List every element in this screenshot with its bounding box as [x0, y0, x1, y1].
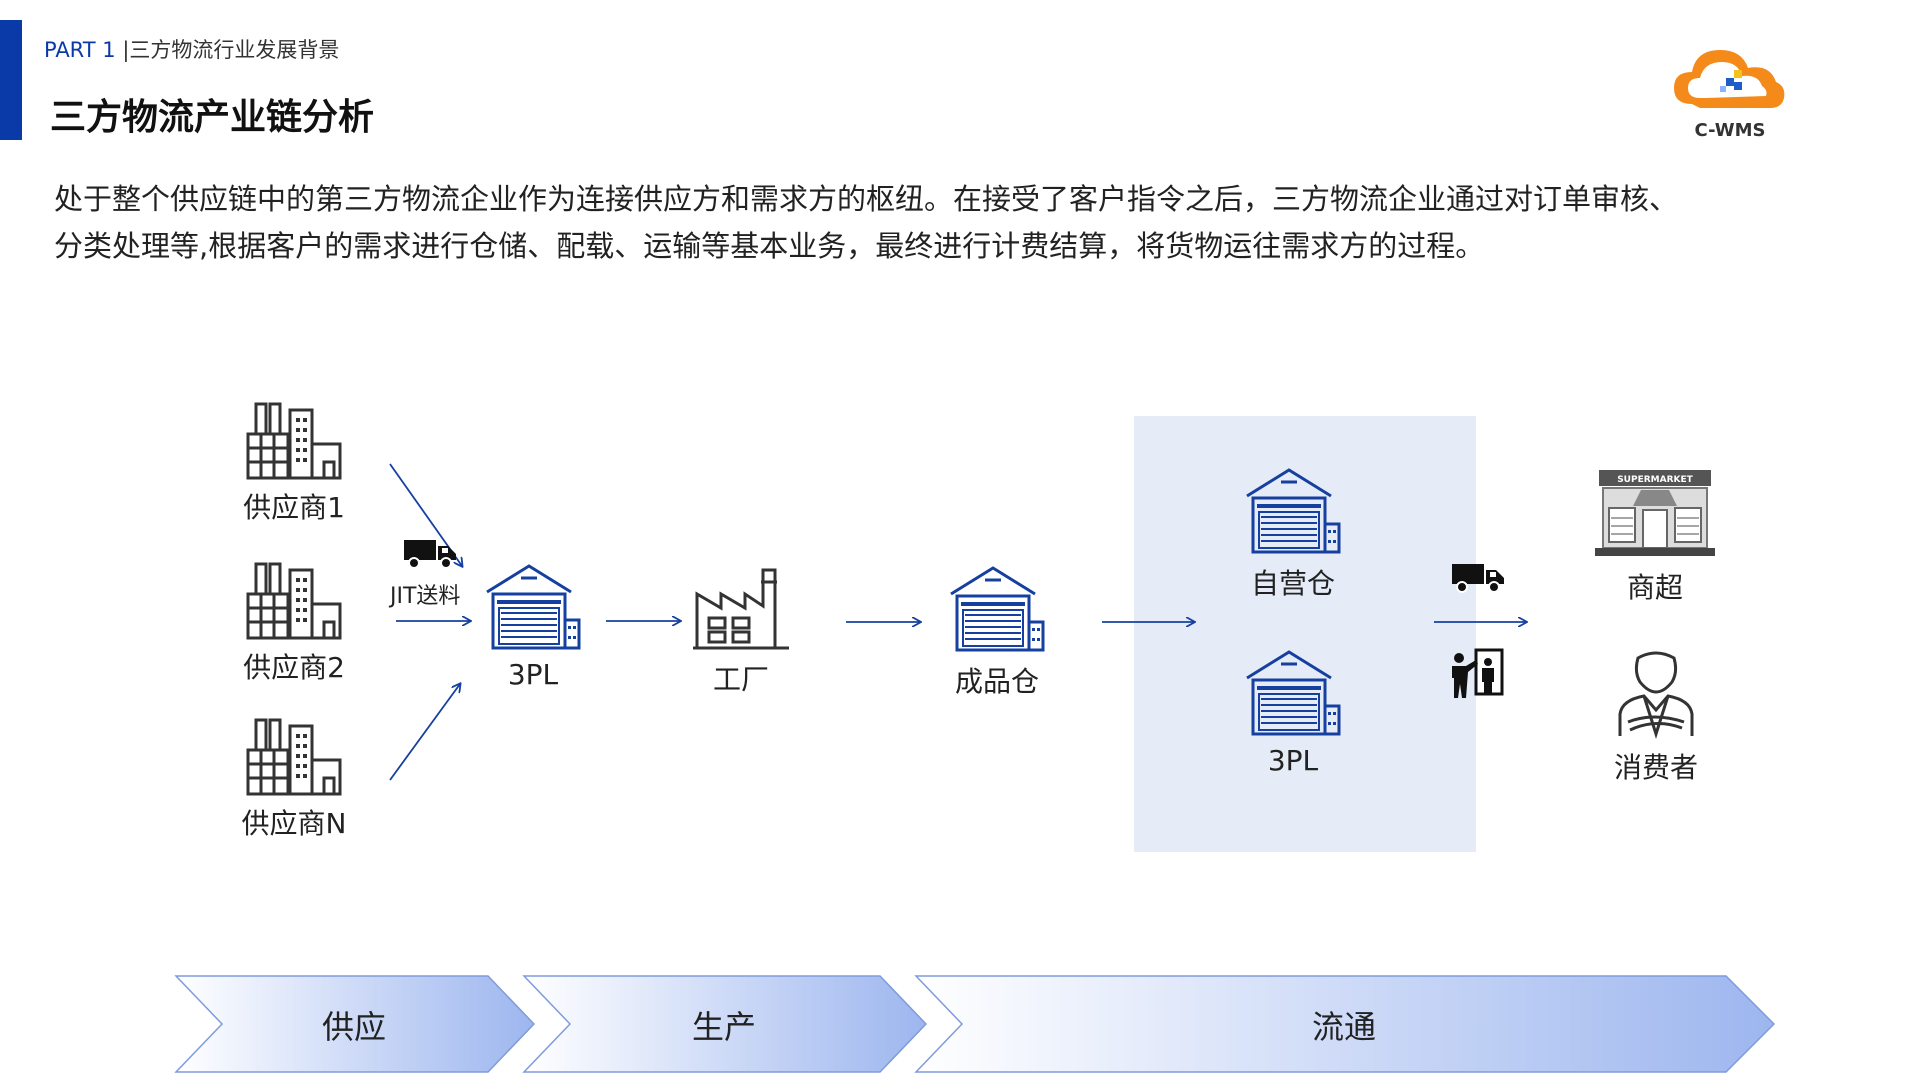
tpl-b-label: 3PL	[1267, 744, 1319, 777]
stage-production-label: 生产	[691, 1008, 757, 1046]
brand-logo: C-WMS	[1670, 38, 1790, 142]
truck-icon	[404, 540, 456, 569]
cloud-logo-icon: C-WMS	[1674, 50, 1785, 141]
supplier-n-label: 供应商N	[241, 807, 347, 840]
chevron-supply	[174, 975, 536, 1073]
chevron-production	[522, 975, 928, 1073]
own-warehouse-node: 自营仓	[1236, 466, 1350, 602]
warehouse-icon	[1246, 468, 1341, 554]
finished-warehouse-node: 成品仓	[940, 564, 1054, 700]
supplier-1-node: 供应商1	[234, 400, 354, 526]
part-label: PART 1	[44, 38, 116, 62]
presenter-icon	[1452, 648, 1504, 698]
distribution-panel	[1134, 416, 1476, 852]
stage-supply-label: 供应	[321, 1008, 387, 1046]
truck-icon	[1452, 564, 1504, 593]
factory-icon	[693, 568, 789, 650]
building-icon	[246, 718, 342, 796]
intro-line-2: 分类处理等,根据客户的需求进行仓储、配载、运输等基本业务，最终进行计费结算，将货…	[54, 229, 1485, 263]
supermarket-sign-text: SUPERMARKET	[1617, 475, 1693, 485]
supplier-2-label: 供应商2	[243, 651, 345, 684]
building-icon	[246, 562, 342, 640]
stage-circulation-label: 流通	[1311, 1008, 1377, 1046]
section-label: |三方物流行业发展背景	[122, 38, 340, 62]
page-title: 三方物流产业链分析	[50, 97, 375, 138]
delivery-truck	[1452, 562, 1506, 598]
finished-warehouse-label: 成品仓	[954, 665, 1039, 698]
header-accent-bar	[0, 20, 22, 140]
building-icon	[246, 402, 342, 480]
jit-label: JIT送料	[390, 584, 461, 609]
warehouse-icon	[950, 566, 1045, 652]
own-warehouse-label: 自营仓	[1250, 567, 1335, 600]
supplier-1-label: 供应商1	[243, 491, 345, 524]
factory-node: 工厂	[686, 562, 796, 698]
jit-truck	[404, 538, 458, 574]
intro-line-1: 处于整个供应链中的第三方物流企业作为连接供应方和需求方的枢纽。在接受了客户指令之…	[54, 182, 1679, 216]
factory-label: 工厂	[712, 663, 769, 696]
tpl-a-label: 3PL	[507, 658, 559, 691]
tpl-b-node: 3PL	[1236, 648, 1350, 777]
supplier-2-node: 供应商2	[234, 560, 354, 686]
supermarket-icon: SUPERMARKET	[1595, 470, 1715, 556]
logo-wordmark: C-WMS	[1694, 120, 1765, 141]
tpl-a-node: 3PL	[476, 562, 590, 691]
chevron-circulation	[914, 975, 1776, 1073]
warehouse-icon	[1246, 650, 1341, 736]
intro-paragraph: 处于整个供应链中的第三方物流企业作为连接供应方和需求方的枢纽。在接受了客户指令之…	[54, 176, 1854, 270]
consumer-icon	[1618, 651, 1694, 739]
sales-channel	[1450, 648, 1504, 704]
supermarket-label: 商超	[1626, 571, 1683, 604]
consumer-node: 消费者	[1596, 648, 1716, 786]
section-breadcrumb: PART 1 |三方物流行业发展背景	[44, 34, 339, 64]
supermarket-node: SUPERMARKET 商超	[1580, 466, 1730, 606]
supplier-n-node: 供应商N	[234, 716, 354, 842]
warehouse-icon	[486, 564, 581, 650]
consumer-label: 消费者	[1613, 751, 1698, 784]
